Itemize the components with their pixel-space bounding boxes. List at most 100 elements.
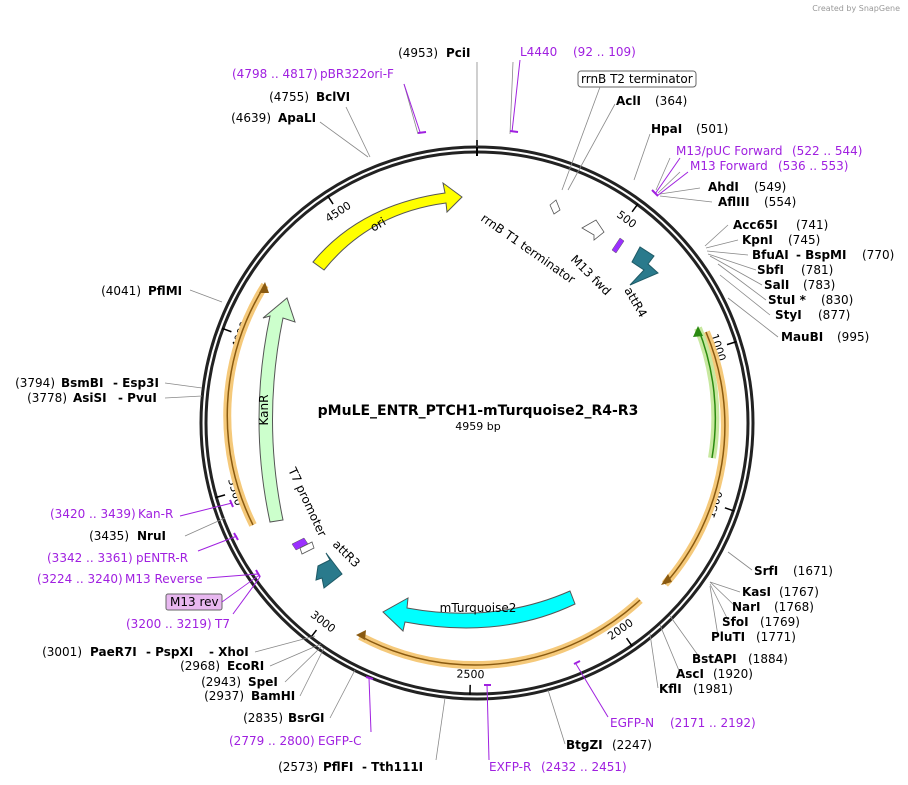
site-name: SfoI [722,615,749,629]
scale-tick-label: 500 [614,208,639,231]
site-pos: (877) [818,308,850,322]
site-name: MauBI [781,330,823,344]
rrnb-t1-terminator-label: rrnB T1 terminator [478,211,578,287]
site-pos: (4755) [269,90,309,104]
site-pos: (770) [862,248,894,262]
site-name: PciI [446,46,471,60]
site-pos: (1884) [748,652,788,666]
primer-range: (3420 .. 3439) [50,507,136,521]
site-name: AscI [676,667,704,681]
m13-fwd-feature[interactable] [611,237,625,254]
t7-promoter-feature[interactable] [299,541,315,555]
ori-label: ori [368,215,389,235]
primer-leader-lines [179,59,689,761]
rrnb-t2-callout[interactable]: rrnB T2 terminator [561,70,697,191]
snapgene-credit: Created by SnapGene [812,4,900,13]
site-name: PflMI [148,284,182,298]
primer-name: M13 Reverse [125,572,203,586]
primer-range: (536 .. 553) [778,159,848,173]
plasmid-name: pMuLE_ENTR_PTCH1-mTurquoise2_R4-R3 [318,403,639,419]
primer-name: pENTR-R [136,551,188,565]
mturquoise2-feature[interactable] [382,590,576,632]
arc-arrowhead-left [259,282,269,293]
site-pos: (4639) [231,111,271,125]
site-name: KflI [659,682,682,696]
ori-feature[interactable] [312,181,463,271]
site-name: Esp3I [122,376,159,390]
plasmid-size: 4959 bp [455,420,500,433]
site-name: KpnI [742,233,773,247]
arc-arrowhead-right [661,574,672,585]
site-name: AflIII [718,195,750,209]
feature-arc-left [226,284,266,526]
site-name: XhoI [218,645,249,659]
feature-arc-bottom [359,599,641,666]
site-name-3: - XhoI [209,645,249,659]
rrnb-t1-terminator-feature[interactable] [581,219,605,241]
site-pos: (2968) [180,659,220,673]
site-name: NarI [732,600,761,614]
primer-range: (2432 .. 2451) [541,760,627,774]
attr3-feature[interactable] [315,552,343,589]
primer-name: pBR322ori-F [320,67,394,81]
scale-tick-mark [625,637,633,647]
site-pos: (2835) [243,711,283,725]
site-name: EcoRI [227,659,264,673]
site-name: SpeI [248,675,278,689]
site-pos: (2247) [612,738,652,752]
site-pos: (3435) [89,529,129,543]
site-name: KasI [742,585,771,599]
feature-highlights [223,282,729,669]
primer-range: (2779 .. 2800) [229,734,315,748]
m13-rev-callout[interactable]: M13 rev [165,575,259,611]
feature-arc-green [697,327,717,459]
site-pos: (4041) [101,284,141,298]
scale-tick-label: 3000 [308,608,338,635]
site-name-2: - PvuI [118,391,157,405]
attr4-label: attR4 [621,285,649,320]
arc-arrowhead-green [693,326,703,337]
site-name: BclVI [316,90,350,104]
site-pos: (741) [796,218,828,232]
site-pos: (745) [788,233,820,247]
site-pos: (554) [764,195,796,209]
site-pos: (3778) [27,391,67,405]
attr4-feature[interactable] [629,246,659,286]
primer-range: (4798 .. 4817) [232,67,318,81]
rrnb-t2-box [577,70,697,88]
site-name: PaeR7I [90,645,137,659]
site-pos: (2943) [201,675,241,689]
site-name: PvuI [127,391,157,405]
primer-range: (3224 .. 3240) [37,572,123,586]
site-name: ApaLI [278,111,316,125]
m13-rev-leader [221,575,259,603]
site-name: Acc65I [733,218,778,232]
t7-promoter-label: T7 promoter [285,464,330,538]
site-name: BamHI [251,689,295,703]
scale-tick-mark [726,340,737,346]
site-labels: (4953) PciI AclI (364) HpaI (501) AhdI (… [15,46,894,774]
site-pos: (4953) [398,46,438,60]
site-name-2: - Esp3I [113,376,159,390]
kanr-feature[interactable] [258,297,296,523]
site-name: BfuAI [752,248,789,262]
site-pos: (830) [821,293,853,307]
site-name: BspMI [805,248,846,262]
site-name: BstAPI [692,652,737,666]
rrnb-t2-terminator-feature[interactable] [549,199,561,215]
site-pos: (3001) [42,645,82,659]
site-pos: (1771) [756,630,796,644]
site-name: AclI [616,94,641,108]
site-name: StuI * [768,293,807,307]
site-name: HpaI [651,122,682,136]
site-name: PluTI [711,630,745,644]
rrnb-t2-label: rrnB T2 terminator [581,72,693,86]
primer-labels: L4440 (92 .. 109) (4798 .. 4817) pBR322o… [37,45,862,774]
site-name: SbfI [757,263,784,277]
primer-name: EGFP-C [318,734,361,748]
site-name: PflFI [323,760,353,774]
site-name: SalI [764,278,789,292]
site-pos: (364) [655,94,687,108]
scale-tick-mark [215,494,226,499]
